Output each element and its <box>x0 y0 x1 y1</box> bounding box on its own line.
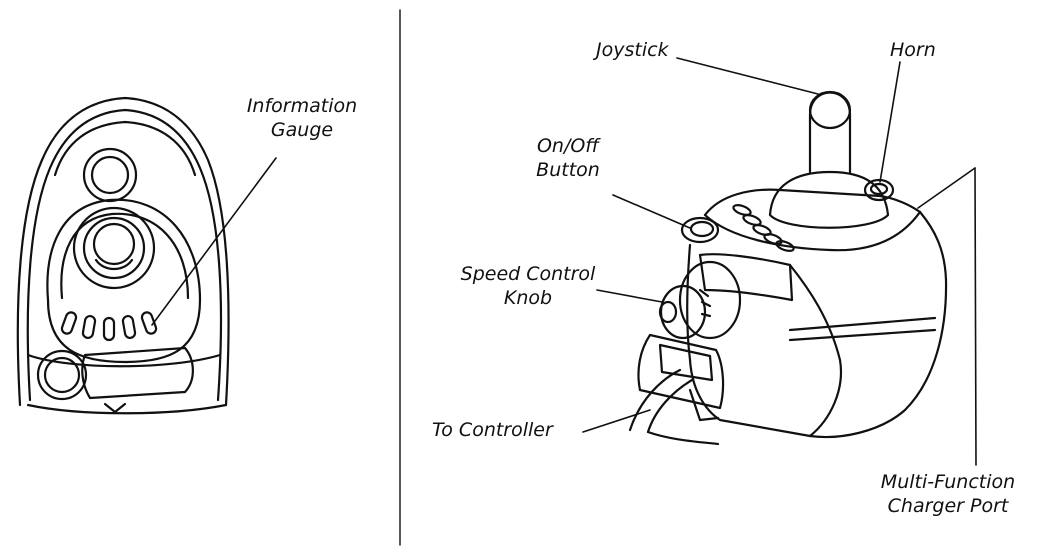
joystick-boot <box>768 170 890 229</box>
horn-button-inner <box>869 182 889 196</box>
joystick-base-outer <box>72 206 156 290</box>
label-information-gauge: Information Gauge <box>226 94 378 142</box>
leader-to-controller <box>582 409 651 433</box>
label-to-controller: To Controller <box>432 419 553 441</box>
controller-top-view <box>16 96 277 415</box>
gauge-leds <box>60 311 158 342</box>
top-button-inner <box>90 155 130 195</box>
bottom-edge <box>26 403 228 415</box>
plug-housing-inner <box>658 343 714 382</box>
speed-knob-housing <box>678 260 742 340</box>
body-top <box>703 188 922 217</box>
label-horn: Horn <box>890 39 936 61</box>
label-speed-control-line2: Knob <box>503 287 553 309</box>
leader-joystick <box>676 57 819 95</box>
body-right <box>808 210 948 439</box>
bottom-button-inner <box>43 356 81 394</box>
controller-perspective-view <box>582 57 977 466</box>
body-right-groove-2 <box>788 328 937 342</box>
label-on-off-line2: Button <box>536 159 600 181</box>
outer-shell <box>16 96 230 407</box>
leader-speed <box>596 289 663 303</box>
label-on-off-button: On/Off Button <box>508 134 628 182</box>
leader-information-gauge <box>151 157 277 326</box>
plug-clip <box>688 388 720 422</box>
front-face <box>686 243 812 438</box>
label-charger-line1: Multi-Function <box>880 471 1016 493</box>
front-panel <box>698 253 794 302</box>
label-information-gauge-line1: Information <box>246 95 358 117</box>
label-speed-control-knob: Speed Control Knob <box>438 262 618 310</box>
upper-face <box>53 120 197 177</box>
body-right-groove <box>788 316 937 332</box>
bottom-notch <box>103 402 127 414</box>
label-information-gauge-line2: Gauge <box>270 119 334 141</box>
horn-button-outer <box>863 178 895 202</box>
perspective-gauge-leds <box>732 204 795 252</box>
joystick-knob <box>92 222 136 266</box>
joystick-top <box>808 90 852 130</box>
bottom-button-outer <box>36 349 88 401</box>
label-multi-function-charger-port: Multi-Function Charger Port <box>866 470 1030 518</box>
label-joystick: Joystick <box>596 39 669 61</box>
label-charger-line2: Charger Port <box>887 495 1009 517</box>
inner-shell <box>26 108 223 402</box>
leader-charger-b <box>974 167 977 466</box>
face-plate-inner <box>60 212 190 300</box>
plug-housing <box>637 333 725 410</box>
speed-knob <box>659 284 707 340</box>
cable <box>628 368 694 434</box>
lower-pad <box>81 346 194 400</box>
on-off-button-outer <box>680 216 720 244</box>
joystick-stick <box>808 91 852 175</box>
on-off-button-inner <box>689 220 715 238</box>
joystick-base-inner <box>82 216 146 280</box>
label-on-off-line1: On/Off <box>536 135 600 157</box>
cable-end <box>646 430 720 446</box>
body-mid-edge <box>788 263 843 438</box>
leader-horn <box>879 61 901 183</box>
label-speed-control-line1: Speed Control <box>460 263 596 285</box>
joystick-shadow <box>94 258 134 271</box>
body-top-rim <box>703 210 922 252</box>
face-plate <box>46 198 202 364</box>
lower-band <box>26 353 222 368</box>
speed-knob-face <box>658 300 678 324</box>
speed-knob-ridges <box>698 288 712 318</box>
leader-on-off <box>612 194 691 229</box>
leader-charger-a <box>917 167 976 209</box>
